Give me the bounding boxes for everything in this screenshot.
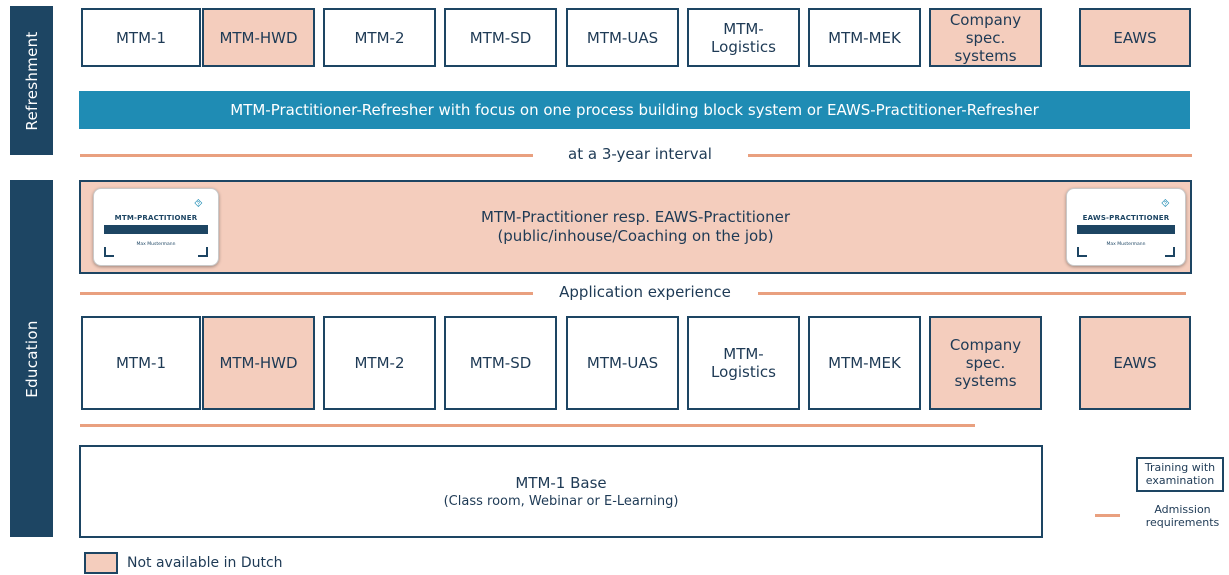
certificate-bar <box>104 225 208 234</box>
education-mtm-mek-box: MTM-MEK <box>808 316 921 410</box>
mtm-logo-icon: ⯑ <box>1161 197 1170 210</box>
education-mtm-1-box: MTM-1 <box>81 316 201 410</box>
mtm-practitioner-certificate: ⯑ MTM-PRACTITIONER Max Mustermann <box>93 188 219 266</box>
module-label: MTM-HWD <box>219 28 298 47</box>
eaws-practitioner-certificate: ⯑ EAWS-PRACTITIONER Max Mustermann <box>1066 188 1186 266</box>
education-mtm-sd-box: MTM-SD <box>444 316 557 410</box>
module-label: MTM-2 <box>354 28 405 47</box>
corner-mark-icon <box>1165 247 1175 257</box>
module-label: EAWS <box>1113 354 1157 372</box>
module-label: MTM-1 <box>115 354 166 372</box>
refresh-mtm-uas-box: MTM-UAS <box>566 8 679 67</box>
legend-admission-label: Admission requirements <box>1145 503 1220 529</box>
module-label: MTM-MEK <box>828 354 901 372</box>
refreshment-section-label: Refreshment <box>10 6 53 155</box>
certificate-title: MTM-PRACTITIONER <box>114 214 198 222</box>
module-label: Company spec. systems <box>949 10 1022 65</box>
module-label: MTM-HWD <box>219 354 298 372</box>
interval-label: at a 3-year interval <box>540 145 740 163</box>
practitioner-title: MTM-Practitioner resp. EAWS-Practitioner <box>481 207 790 226</box>
module-label: MTM-2 <box>354 354 405 372</box>
module-label: MTM-SD <box>469 28 532 47</box>
base-title: MTM-1 Base <box>515 474 607 492</box>
module-label: EAWS <box>1113 28 1157 47</box>
legend-training-box: Training with examination <box>1136 457 1224 492</box>
refresh-mtm-2-box: MTM-2 <box>323 8 436 67</box>
education-label: Education <box>22 319 41 398</box>
module-label: MTM-MEK <box>828 28 901 47</box>
legend-not-available-swatch <box>84 552 118 574</box>
module-label: MTM-1 <box>115 28 166 47</box>
refresh-mtm-sd-box: MTM-SD <box>444 8 557 67</box>
module-label: MTM-SD <box>469 354 532 372</box>
refresh-mtm-hwd-box: MTM-HWD <box>202 8 315 67</box>
refresh-eaws-box: EAWS <box>1079 8 1191 67</box>
module-label: MTM- Logistics <box>711 19 776 56</box>
education-mtm-logistics-box: MTM- Logistics <box>687 316 800 410</box>
education-eaws-box: EAWS <box>1079 316 1191 410</box>
certificate-bar <box>1077 225 1175 234</box>
experience-label: Application experience <box>540 283 750 301</box>
practitioner-box: MTM-Practitioner resp. EAWS-Practitioner… <box>79 180 1192 274</box>
refreshment-label: Refreshment <box>22 30 41 131</box>
legend-admission-line <box>1095 514 1120 517</box>
education-mtm-hwd-box: MTM-HWD <box>202 316 315 410</box>
refresher-banner-text: MTM-Practitioner-Refresher with focus on… <box>230 101 1039 119</box>
interval-line-right <box>748 154 1192 157</box>
refresh-mtm-logistics-box: MTM- Logistics <box>687 8 800 67</box>
legend-not-available-label: Not available in Dutch <box>127 555 283 571</box>
education-company-spec-systems-box: Company spec. systems <box>929 316 1042 410</box>
module-label: MTM- Logistics <box>711 345 776 381</box>
certificate-title: EAWS-PRACTITIONER <box>1082 214 1170 222</box>
corner-mark-icon <box>198 247 208 257</box>
practitioner-subtitle: (public/inhouse/Coaching on the job) <box>497 227 774 245</box>
base-subtitle: (Class room, Webinar or E-Learning) <box>443 494 679 509</box>
module-label: MTM-UAS <box>586 354 659 372</box>
education-mtm-uas-box: MTM-UAS <box>566 316 679 410</box>
admission-line <box>80 424 975 427</box>
education-mtm-2-box: MTM-2 <box>323 316 436 410</box>
legend-training-label: Training with examination <box>1144 460 1216 487</box>
certificate-name: Max Mustermann <box>136 242 176 247</box>
mtm-1-base-box: MTM-1 Base (Class room, Webinar or E-Lea… <box>79 445 1043 538</box>
experience-line-right <box>758 292 1186 295</box>
certificate-name: Max Mustermann <box>1106 242 1146 247</box>
module-label: MTM-UAS <box>586 28 659 47</box>
experience-line-left <box>80 292 533 295</box>
interval-line-left <box>80 154 533 157</box>
mtm-logo-icon: ⯑ <box>194 197 203 210</box>
refresh-company-spec-systems-box: Company spec. systems <box>929 8 1042 67</box>
education-section-label: Education <box>10 180 53 537</box>
corner-mark-icon <box>1077 247 1087 257</box>
refresh-mtm-1-box: MTM-1 <box>81 8 201 67</box>
refresher-banner: MTM-Practitioner-Refresher with focus on… <box>79 91 1190 129</box>
module-label: Company spec. systems <box>949 336 1022 390</box>
refresh-mtm-mek-box: MTM-MEK <box>808 8 921 67</box>
corner-mark-icon <box>104 247 114 257</box>
